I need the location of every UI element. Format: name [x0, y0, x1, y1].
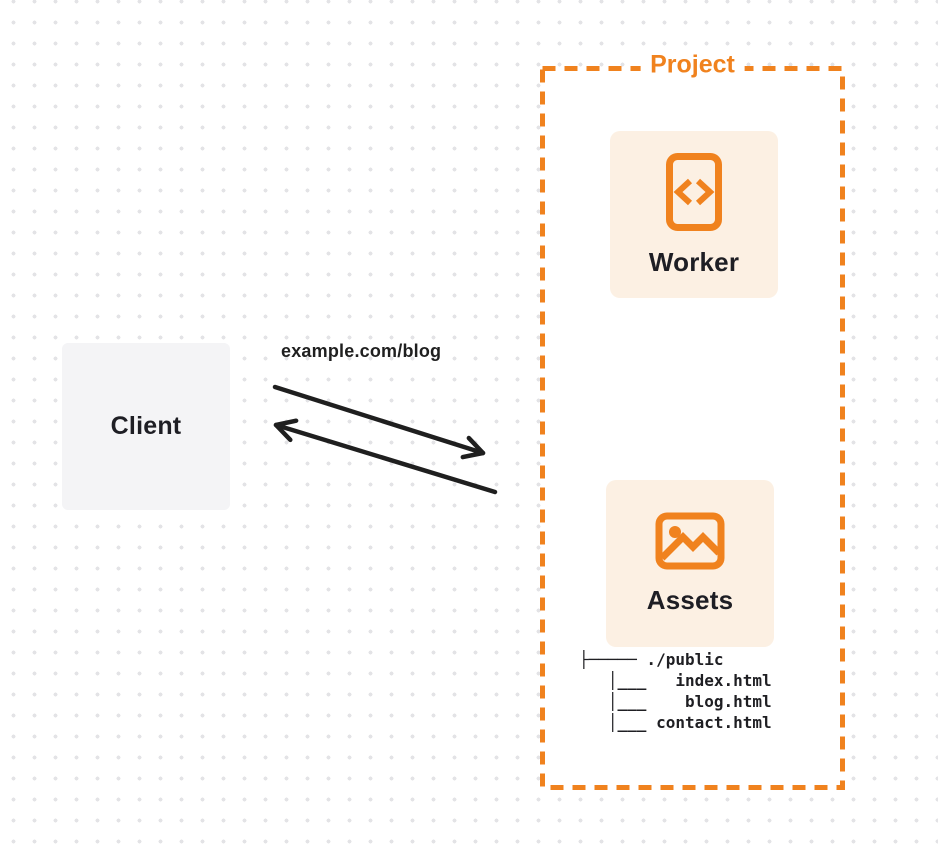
assets-file-tree: ├───── ./public │___ index.html │___ blo… [579, 650, 772, 732]
request-arrow [272, 384, 486, 460]
response-arrow [273, 418, 498, 495]
code-file-icon [665, 152, 723, 232]
client-node: Client [62, 343, 230, 510]
project-container: Project Worker Assets [540, 50, 845, 790]
worker-label: Worker [648, 246, 740, 277]
worker-node: Worker [610, 131, 778, 298]
request-url-label: example.com/blog [281, 341, 442, 361]
assets-node: Assets [606, 480, 774, 647]
client-label: Client [110, 412, 182, 440]
image-icon [655, 512, 725, 570]
assets-label: Assets [646, 584, 734, 615]
project-label: Project [640, 50, 745, 80]
